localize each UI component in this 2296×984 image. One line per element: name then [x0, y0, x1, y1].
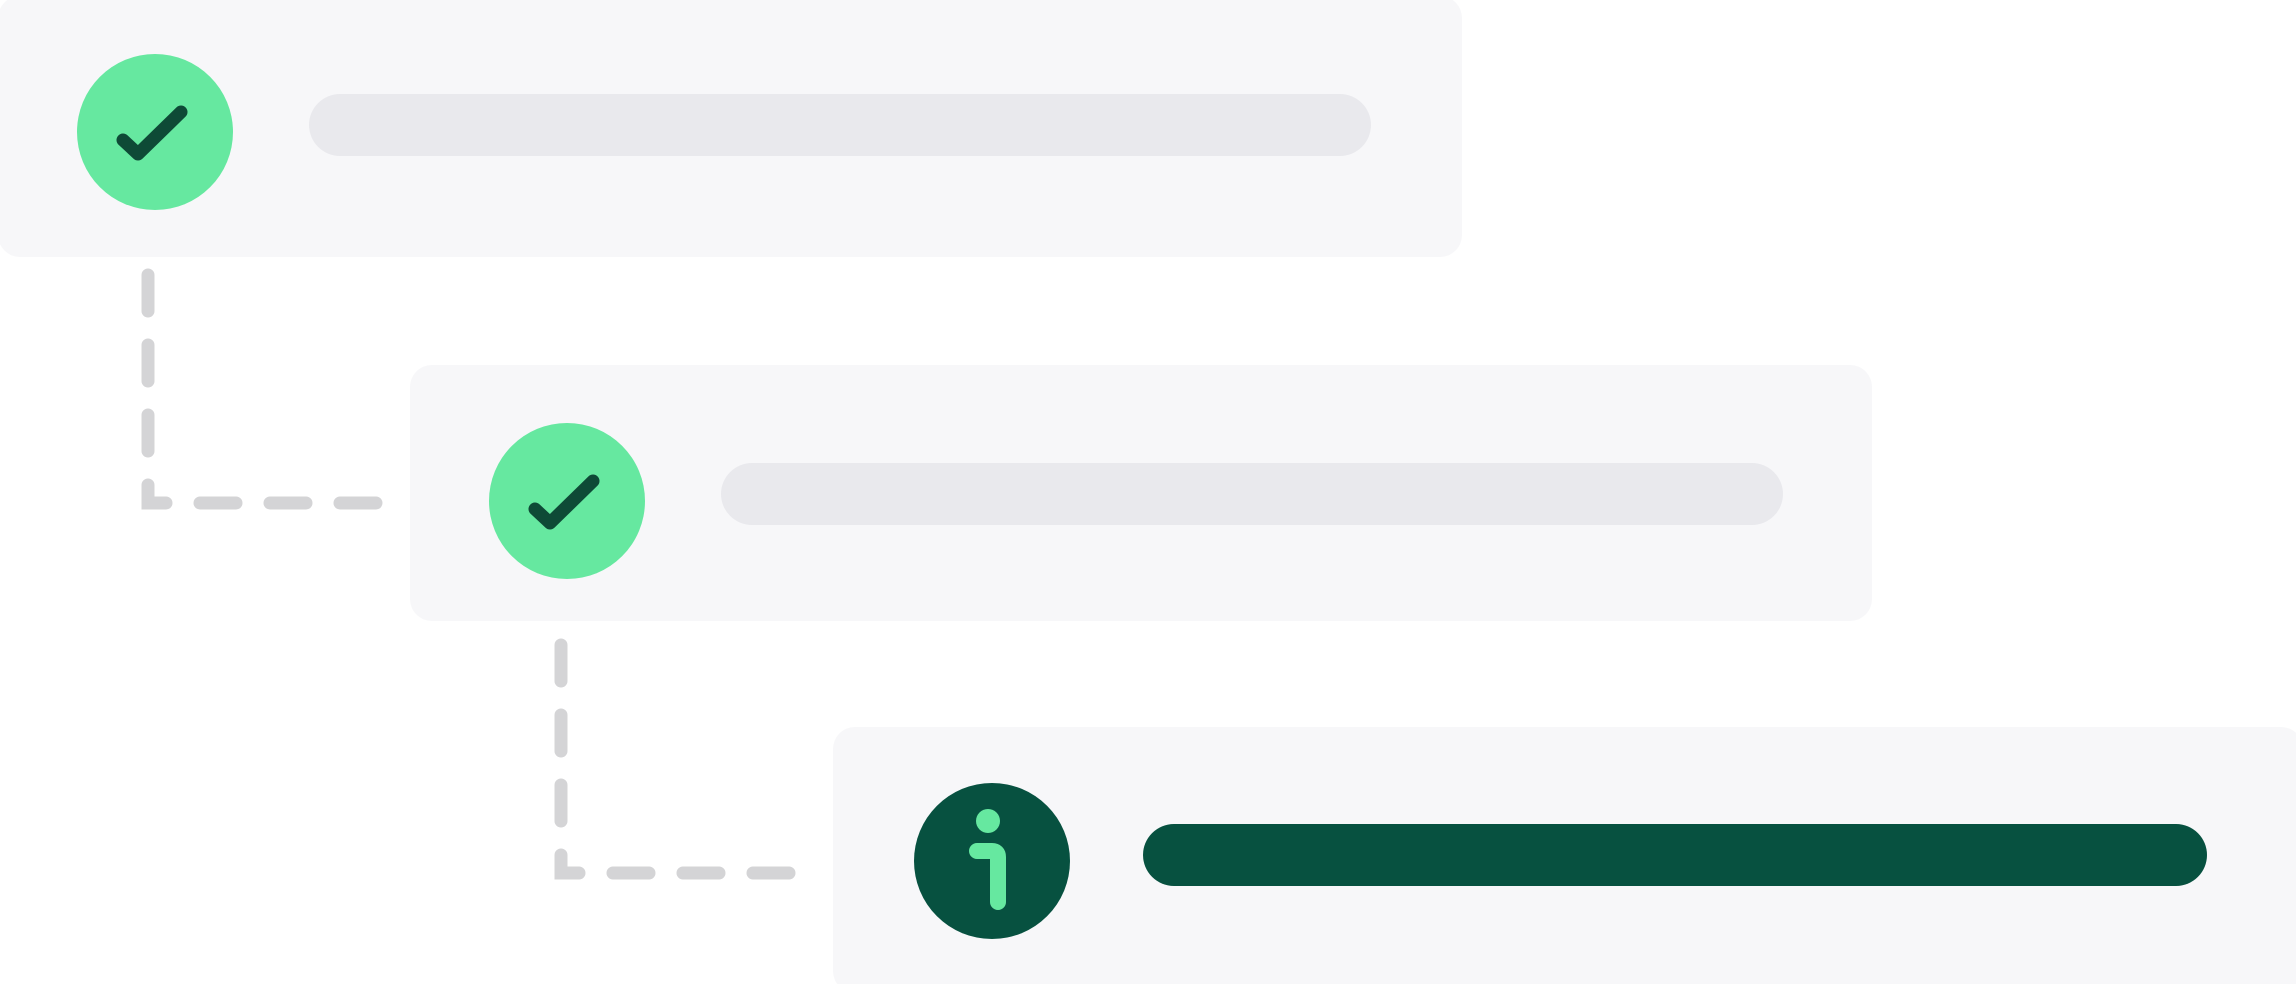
step-card-1 — [0, 0, 1462, 257]
info-icon — [969, 809, 1006, 910]
success-status-circle — [489, 423, 645, 579]
step-text-highlight — [1143, 824, 2207, 886]
step-card-3 — [833, 727, 2296, 984]
step-text-placeholder — [721, 463, 1783, 525]
connector-step1-to-step2 — [141, 268, 403, 510]
step-card-2 — [410, 365, 1872, 621]
step-text-placeholder — [309, 94, 1371, 156]
info-status-circle — [914, 783, 1070, 939]
check-icon — [116, 105, 188, 161]
check-icon — [528, 474, 600, 530]
success-status-circle — [77, 54, 233, 210]
connector-step2-to-step3 — [554, 638, 815, 880]
